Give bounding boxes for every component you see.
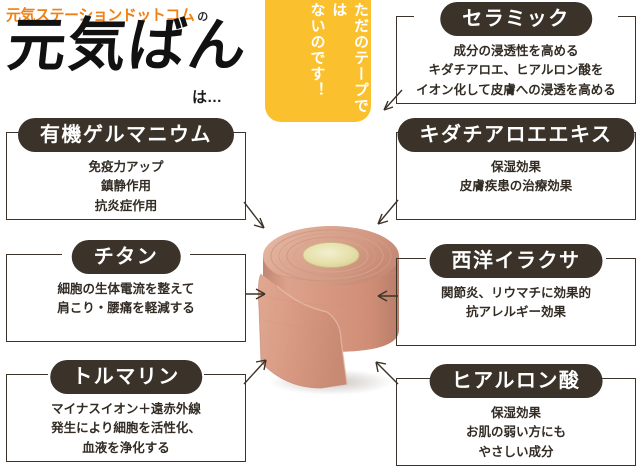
card-title-titanium: チタン	[71, 240, 181, 274]
brand-name: 元気ステーションドットコムの	[6, 4, 208, 25]
connector-western-nettle	[377, 290, 398, 302]
connector-tourmaline	[243, 359, 267, 385]
card-title-ceramic: セラミック	[440, 2, 592, 36]
callout-badge: ただのテープでは ないのです！	[265, 0, 371, 122]
title-block: 元気ステーションドットコムの 元気ばん は…	[4, 2, 254, 114]
card-body-tourmaline: マイナスイオン＋遠赤外線 発生により細胞を活性化、 血液を浄化する	[51, 402, 201, 455]
card-body-hyaluronic-acid: 保湿効果 お肌の弱い方にも やさしい成分	[465, 406, 566, 459]
card-title-organic-germanium: 有機ゲルマニウム	[18, 118, 234, 152]
connector-ceramic	[383, 89, 403, 111]
card-title-hyaluronic-acid: ヒアルロン酸	[429, 364, 603, 398]
card-body-organic-germanium: 免疫力アップ 鎮静作用 抗炎症作用	[88, 160, 164, 213]
card-title-kidachi-aloe-extract: キダチアロエエキス	[397, 118, 635, 152]
product-name: 元気ばん	[4, 11, 252, 79]
card-body-ceramic: 成分の浸透性を高める キダチアロエ、ヒアルロン酸を イオン化して皮膚への浸透を高…	[416, 44, 616, 97]
title-suffix: は…	[192, 89, 223, 106]
card-body-western-nettle: 関節炎、リウマチに効果的 抗アレルギー効果	[440, 286, 591, 320]
connector-kidachi-aloe-extract	[377, 199, 399, 225]
connector-hyaluronic-acid	[375, 361, 399, 385]
connector-organic-germanium	[243, 201, 265, 229]
connector-titanium	[245, 288, 266, 300]
card-body-titanium: 細胞の生体電流を整えて 肩こり・腰痛を軽減する	[57, 282, 195, 316]
card-title-tourmaline: トルマリン	[50, 360, 202, 394]
brand-particle: の	[197, 11, 209, 23]
card-body-kidachi-aloe-extract: 保湿効果 皮膚疾患の治療効果	[459, 160, 573, 194]
card-title-western-nettle: 西洋イラクサ	[429, 244, 603, 278]
brand-name-text: 元気ステーションドットコム	[6, 7, 195, 24]
tape-roll-image	[255, 212, 405, 402]
callout-badge-text: ただのテープでは ないのです！	[308, 2, 370, 114]
